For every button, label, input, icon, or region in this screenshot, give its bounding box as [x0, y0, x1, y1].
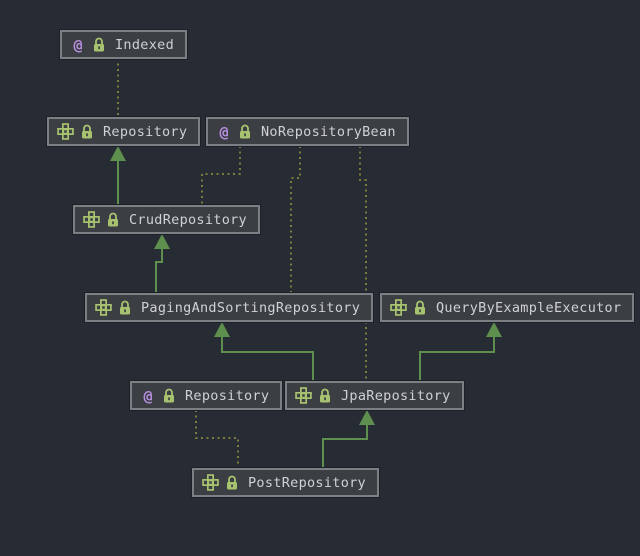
edge-crud-extends-repository [110, 146, 126, 205]
node-label: CrudRepository [129, 211, 247, 228]
edge-norepositorybean-annotates-paging [290, 146, 301, 293]
node-label: PagingAndSortingRepository [141, 299, 361, 316]
lock-icon [225, 475, 239, 491]
lock-icon [80, 124, 94, 140]
edge-paging-extends-crud [154, 234, 170, 293]
lock-icon [118, 300, 132, 316]
node-paging-and-sorting-repository[interactable]: PagingAndSortingRepository [85, 293, 374, 322]
node-label: Repository [103, 123, 188, 140]
node-label: PostRepository [248, 474, 366, 491]
node-indexed[interactable]: @ Indexed [60, 30, 187, 59]
interface-icon [95, 299, 112, 316]
node-crud-repository[interactable]: CrudRepository [73, 205, 260, 234]
annotation-icon: @ [219, 122, 229, 141]
node-no-repository-bean[interactable]: @ NoRepositoryBean [206, 117, 409, 146]
lock-icon [106, 212, 120, 228]
node-label: Repository [185, 387, 270, 404]
edge-post-extends-jpa [322, 410, 375, 468]
edge-repository-annotates-post [195, 410, 239, 468]
interface-icon [57, 123, 74, 140]
edge-norepositorybean-annotates-crud [201, 146, 241, 205]
interface-icon [295, 387, 312, 404]
annotation-icon: @ [143, 386, 153, 405]
annotation-icon: @ [73, 35, 83, 54]
node-label: QueryByExampleExecutor [436, 299, 622, 316]
lock-icon [413, 300, 427, 316]
node-label: JpaRepository [341, 387, 451, 404]
lock-icon [238, 124, 252, 140]
lock-icon [162, 388, 176, 404]
edge-norepositorybean-annotates-jpa [359, 146, 367, 381]
lock-icon [92, 37, 106, 53]
node-repository-annotation[interactable]: @ Repository [130, 381, 283, 410]
edge-jpa-extends-querybyexample [419, 322, 502, 381]
node-post-repository[interactable]: PostRepository [192, 468, 379, 497]
interface-icon [83, 211, 100, 228]
edge-jpa-extends-paging [214, 322, 314, 381]
lock-icon [318, 388, 332, 404]
node-query-by-example-executor[interactable]: QueryByExampleExecutor [380, 293, 635, 322]
interface-icon [202, 474, 219, 491]
node-label: Indexed [115, 36, 174, 53]
node-label: NoRepositoryBean [261, 123, 396, 140]
node-repository-interface[interactable]: Repository [47, 117, 201, 146]
node-jpa-repository[interactable]: JpaRepository [285, 381, 464, 410]
interface-icon [390, 299, 407, 316]
